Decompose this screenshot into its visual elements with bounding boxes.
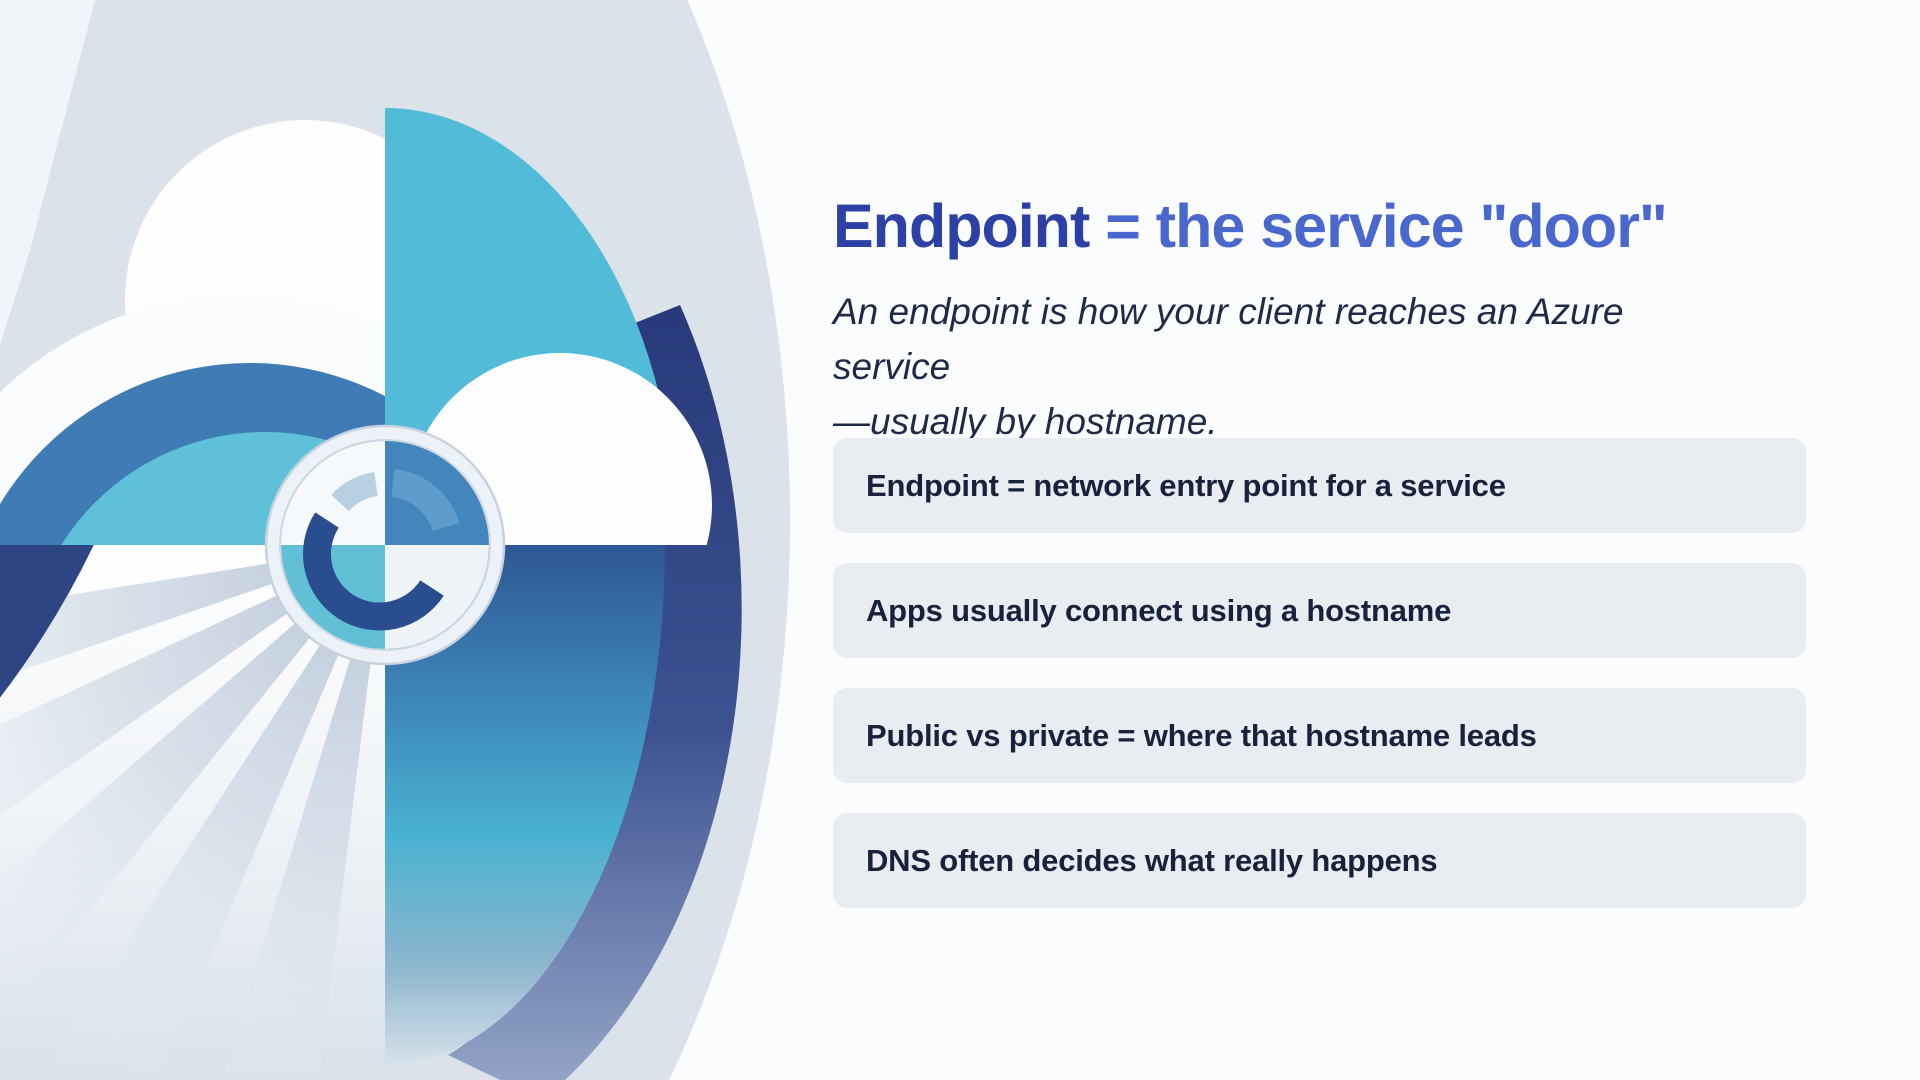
c-arc-navy (303, 512, 444, 631)
title-rest: = the service "door" (1089, 191, 1668, 260)
bullet-card-endpoint: Endpoint = network entry point for a ser… (833, 438, 1806, 533)
endpoint-ring (264, 424, 506, 666)
bullet-list: Endpoint = network entry point for a ser… (833, 438, 1806, 938)
bullet-label: DNS often decides what really happens (866, 842, 1438, 878)
subtitle: An endpoint is how your client reaches a… (833, 284, 1693, 449)
subtitle-line-1: An endpoint is how your client reaches a… (833, 291, 1624, 387)
page-title: Endpoint = the service "door" (833, 191, 1873, 261)
title-emphasis: Endpoint (833, 191, 1090, 260)
c-arc-blue (390, 469, 460, 532)
subtitle-line-2: —usually by hostname. (833, 401, 1218, 442)
bullet-label: Endpoint = network entry point for a ser… (866, 467, 1506, 503)
bullet-card-public-private: Public vs private = where that hostname … (833, 688, 1806, 783)
bullet-card-dns: DNS often decides what really happens (833, 813, 1806, 908)
cloud-endpoint-illustration (0, 0, 790, 1080)
bullet-card-hostname: Apps usually connect using a hostname (833, 563, 1806, 658)
bullet-label: Public vs private = where that hostname … (866, 717, 1537, 753)
c-arc-pale (331, 472, 379, 512)
navy-wedge-left (0, 545, 94, 698)
bullet-label: Apps usually connect using a hostname (866, 592, 1452, 628)
gradient-quadrant (385, 545, 665, 1065)
